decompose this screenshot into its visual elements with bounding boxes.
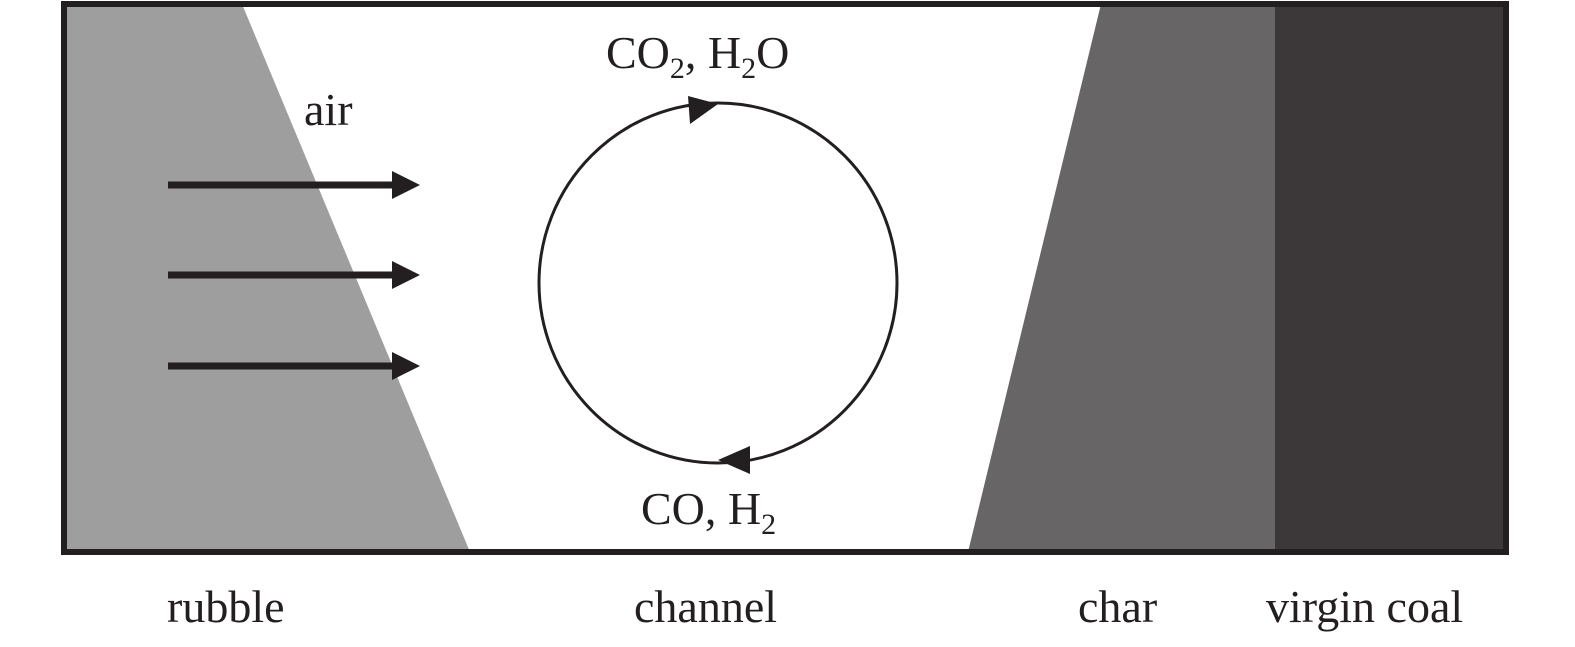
reaction-cycle-circle [537, 101, 899, 465]
zone-label-virgin-coal: virgin coal [1266, 581, 1463, 632]
air-flow-arrows [168, 181, 400, 370]
air-arrowhead-1 [392, 171, 420, 199]
char-zone [968, 4, 1275, 552]
air-label: air [304, 84, 353, 135]
cycle-arrowhead-bottom [718, 446, 750, 474]
zone-label-rubble: rubble [167, 581, 285, 632]
top-gas-label: CO2, H2O [606, 27, 789, 85]
cycle-arrowhead-top [688, 96, 718, 124]
air-arrowhead-3 [392, 352, 420, 380]
virgin-coal-zone [1275, 4, 1506, 552]
zone-label-channel: channel [634, 581, 777, 632]
air-arrowhead-2 [392, 261, 420, 289]
air-arrowheads [392, 171, 420, 380]
zone-label-char: char [1078, 581, 1157, 632]
outer-frame [61, 1, 1509, 555]
bottom-gas-label: CO, H2 [641, 483, 776, 541]
